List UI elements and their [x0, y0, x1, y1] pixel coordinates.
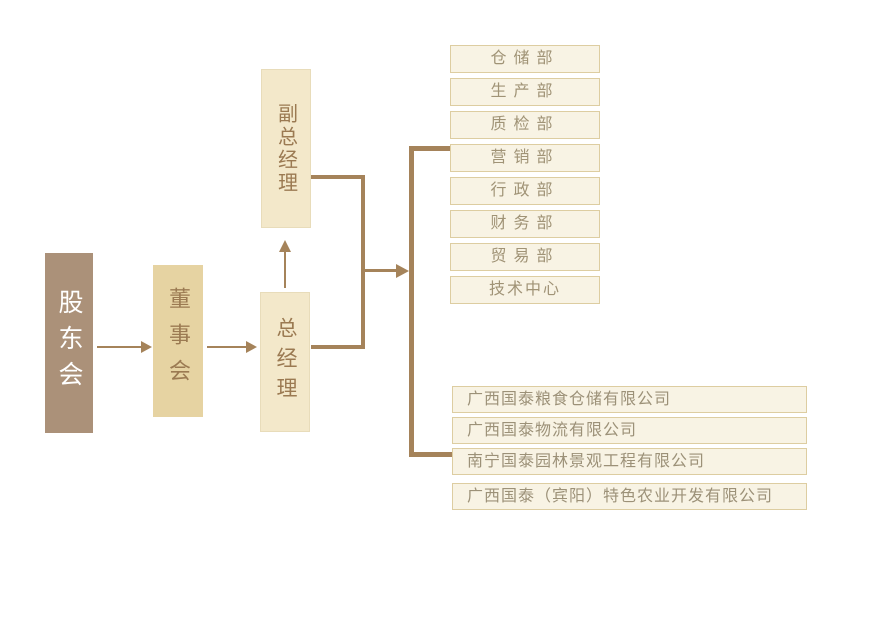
subsidiary-item: 广西国泰物流有限公司	[452, 417, 807, 444]
subsidiary-list: 广西国泰粮食仓储有限公司 广西国泰物流有限公司 南宁国泰园林景观工程有限公司 广…	[452, 386, 807, 514]
connector-board-gm	[207, 346, 246, 348]
bracket-right-vertical	[409, 146, 414, 457]
arrow-right-icon	[396, 264, 409, 278]
arrow-right-icon	[141, 341, 152, 353]
arrow-up-icon	[279, 240, 291, 252]
arrow-right-icon	[246, 341, 257, 353]
subsidiary-item: 广西国泰（宾阳）特色农业开发有限公司	[452, 483, 807, 510]
department-item: 营销部	[450, 144, 600, 172]
department-list: 仓储部 生产部 质检部 营销部 行政部 财务部 贸易部 技术中心	[450, 45, 600, 309]
connector-gm-dgm	[284, 250, 286, 288]
subsidiary-item: 广西国泰粮食仓储有限公司	[452, 386, 807, 413]
connector-managers-units	[365, 269, 397, 272]
subsidiary-item: 南宁国泰园林景观工程有限公司	[452, 448, 807, 475]
connector-shareholders-board	[97, 346, 141, 348]
department-item: 财务部	[450, 210, 600, 238]
node-board-of-directors: 董事会	[153, 265, 203, 417]
node-shareholders: 股东会	[45, 253, 93, 433]
department-item: 质检部	[450, 111, 600, 139]
bracket-left-vertical	[361, 175, 365, 349]
bracket-left-bottom-segment	[311, 345, 365, 349]
bracket-right-bottom-stub	[409, 452, 452, 457]
node-deputy-general-manager: 副总经理	[261, 69, 311, 228]
node-general-manager: 总经理	[260, 292, 310, 432]
department-item: 生产部	[450, 78, 600, 106]
department-item: 行政部	[450, 177, 600, 205]
department-item: 仓储部	[450, 45, 600, 73]
bracket-right-top-stub	[409, 146, 452, 151]
department-item: 技术中心	[450, 276, 600, 304]
department-item: 贸易部	[450, 243, 600, 271]
bracket-left-top-segment	[311, 175, 365, 179]
